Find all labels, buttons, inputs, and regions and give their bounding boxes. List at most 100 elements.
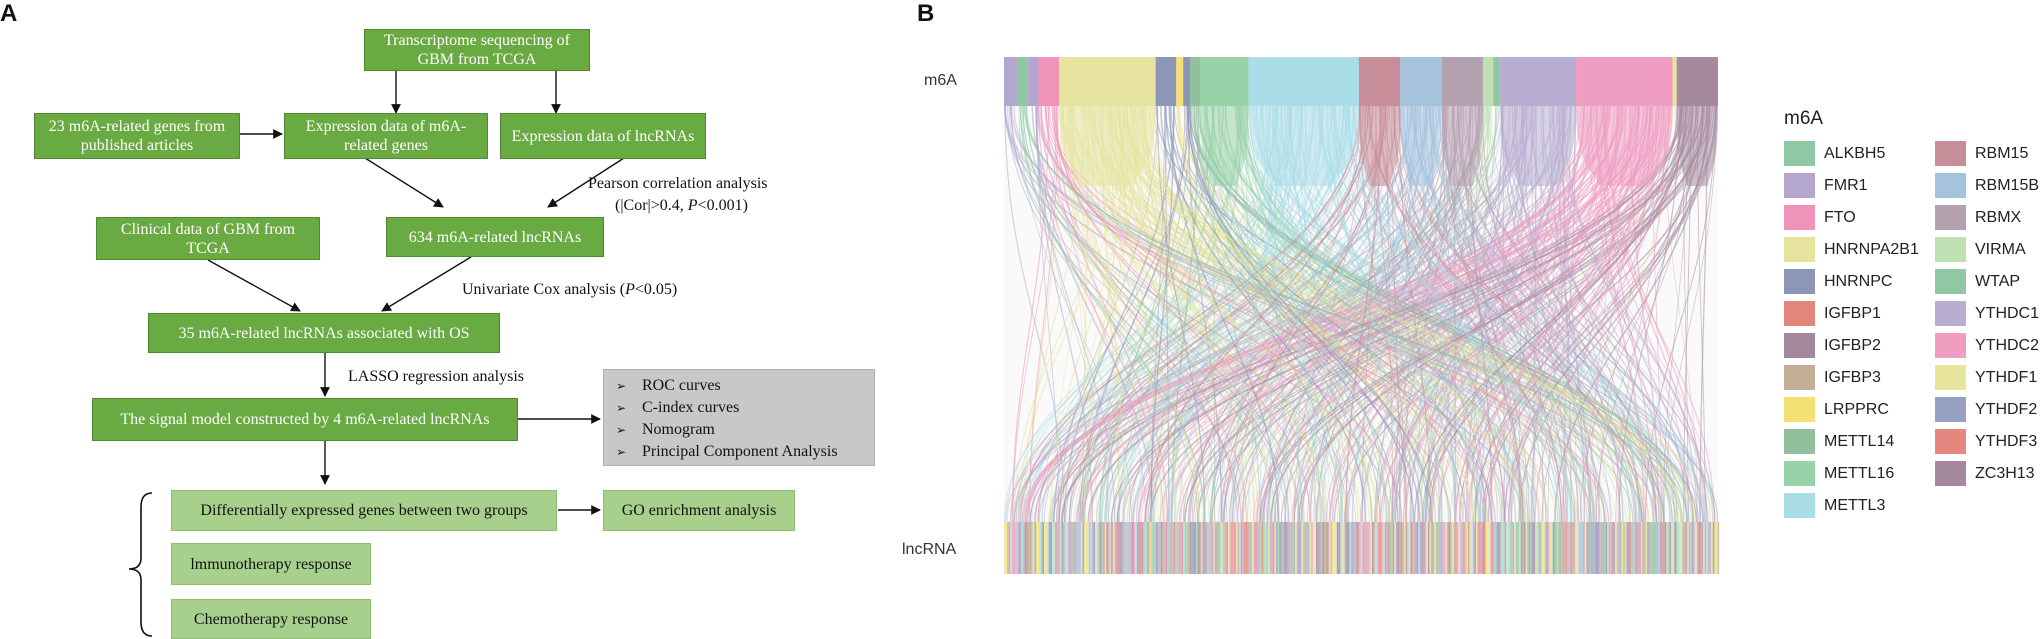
lncrna-stripe bbox=[1100, 522, 1102, 574]
flow-line bbox=[1344, 105, 1677, 523]
lncrna-stripe bbox=[1503, 522, 1505, 574]
lncrna-stripe bbox=[1205, 522, 1208, 574]
legend-item-mettl16: METTL16 bbox=[1784, 461, 1894, 486]
lncrna-stripe bbox=[1549, 522, 1552, 574]
lncrna-stripe bbox=[1410, 522, 1412, 574]
lncrna-stripe bbox=[1168, 522, 1171, 574]
axis-label-lncrna: lncRNA bbox=[902, 541, 957, 558]
lncrna-stripe bbox=[1663, 522, 1665, 574]
lncrna-stripe bbox=[1677, 522, 1680, 574]
lncrna-stripe bbox=[1431, 522, 1433, 574]
legend-label: YTHDF1 bbox=[1975, 368, 2038, 386]
legend-label: YTHDF2 bbox=[1975, 400, 2038, 418]
evaluation-item: ➢C-index curves bbox=[616, 399, 740, 416]
lncrna-stripe bbox=[1320, 522, 1323, 574]
lncrna-stripe bbox=[1424, 522, 1427, 574]
lncrna-stripe bbox=[1576, 522, 1579, 574]
box-immuno: lmmunotherapy response bbox=[171, 543, 371, 585]
lncrna-stripe bbox=[1684, 522, 1686, 574]
lncrna-stripe bbox=[1082, 522, 1084, 574]
flow-line bbox=[1353, 105, 1561, 523]
lncrna-stripe bbox=[1236, 522, 1238, 574]
lncrna-stripe bbox=[1488, 522, 1491, 574]
lncrna-stripe bbox=[1132, 522, 1134, 574]
lncrna-stripe bbox=[1212, 522, 1214, 574]
legend-item-rbm15b: RBM15B bbox=[1935, 173, 2039, 198]
lncrna-stripe bbox=[1330, 522, 1332, 574]
lncrna-stripe bbox=[1071, 522, 1073, 574]
lncrna-stripe bbox=[1143, 522, 1145, 574]
lncrna-stripe bbox=[1191, 522, 1193, 574]
lncrna-stripe bbox=[1469, 522, 1472, 574]
m6a-block-ythdf1 bbox=[1672, 57, 1677, 106]
box-go: GO enrichment analysis bbox=[603, 490, 795, 531]
flow-line bbox=[1004, 105, 1524, 523]
lncrna-stripe bbox=[1596, 522, 1598, 574]
lncrna-stripe bbox=[1218, 522, 1220, 574]
lncrna-stripe bbox=[1712, 522, 1715, 574]
lncrna-stripe bbox=[1444, 522, 1446, 574]
lncrna-stripe bbox=[1671, 522, 1673, 574]
lncrna-stripe bbox=[1063, 522, 1065, 574]
lncrna-stripe bbox=[1343, 522, 1345, 574]
lncrna-stripe bbox=[1399, 522, 1401, 574]
lncrna-stripe bbox=[1240, 522, 1243, 574]
lncrna-stripe bbox=[1072, 522, 1075, 574]
m6a-block-hnrnpc bbox=[1183, 57, 1191, 106]
lncrna-stripe bbox=[1303, 522, 1305, 574]
lncrna-stripe bbox=[1164, 522, 1166, 574]
lncrna-stripe bbox=[1183, 522, 1185, 574]
lncrna-stripe bbox=[1237, 522, 1240, 574]
lncrna-stripe bbox=[1116, 522, 1118, 574]
lncrna-stripe bbox=[1583, 522, 1585, 574]
legend-swatch bbox=[1935, 461, 1966, 486]
lncrna-stripe bbox=[1624, 522, 1627, 574]
lncrna-stripe bbox=[1276, 522, 1278, 574]
panel-label-b: B bbox=[917, 0, 935, 27]
lncrna-stripe bbox=[1088, 522, 1091, 574]
lncrna-stripe bbox=[1154, 522, 1156, 574]
lncrna-stripe bbox=[1084, 522, 1086, 574]
lncrna-stripe bbox=[1540, 522, 1542, 574]
lncrna-stripe bbox=[1277, 522, 1280, 574]
lncrna-stripe bbox=[1396, 522, 1398, 574]
lncrna-stripe bbox=[1087, 522, 1089, 574]
lncrna-stripe bbox=[1599, 522, 1601, 574]
flow-line bbox=[1004, 105, 1391, 523]
lncrna-stripe bbox=[1375, 522, 1377, 574]
lncrna-stripe bbox=[1274, 522, 1276, 574]
legend-item-mettl14: METTL14 bbox=[1784, 429, 1894, 454]
lncrna-stripe bbox=[1408, 522, 1411, 574]
lncrna-stripe bbox=[1570, 522, 1572, 574]
lncrna-stripe bbox=[1004, 522, 1006, 574]
lncrna-stripe bbox=[1215, 522, 1217, 574]
lncrna-stripe bbox=[1557, 522, 1560, 574]
lncrna-stripe bbox=[1538, 522, 1540, 574]
lncrna-stripe bbox=[1044, 522, 1046, 574]
legend-item-lrpprc: LRPPRC bbox=[1784, 397, 1889, 422]
lncrna-stripe bbox=[1280, 522, 1283, 574]
lncrna-stripe bbox=[1284, 522, 1286, 574]
legend-item-ythdc1: YTHDC1 bbox=[1935, 301, 2039, 326]
lncrna-stripe bbox=[1332, 522, 1334, 574]
flow-line bbox=[1145, 105, 1367, 523]
lncrna-stripe bbox=[1607, 522, 1609, 574]
legend-label: VIRMA bbox=[1975, 240, 2026, 258]
lncrna-stripe bbox=[1554, 522, 1556, 574]
legend-item-fto: FTO bbox=[1784, 205, 1856, 230]
box-expr-m6a: Expression data of m6A-related genes bbox=[284, 113, 488, 159]
lncrna-stripe bbox=[1223, 522, 1225, 574]
lncrna-stripe bbox=[1573, 522, 1576, 574]
lncrna-stripe bbox=[1124, 522, 1126, 574]
flow-line bbox=[1462, 105, 1716, 523]
lncrna-stripe bbox=[1336, 522, 1339, 574]
lncrna-stripe bbox=[1680, 522, 1683, 574]
lncrna-stripe bbox=[1653, 522, 1656, 574]
lncrna-stripe bbox=[1328, 522, 1331, 574]
flow-line bbox=[1393, 105, 1657, 523]
lncrna-stripe bbox=[1565, 522, 1568, 574]
lncrna-stripe bbox=[1104, 522, 1107, 574]
lncrna-stripe bbox=[1660, 522, 1662, 574]
lncrna-stripe bbox=[1152, 522, 1155, 574]
lncrna-stripe bbox=[1136, 522, 1139, 574]
